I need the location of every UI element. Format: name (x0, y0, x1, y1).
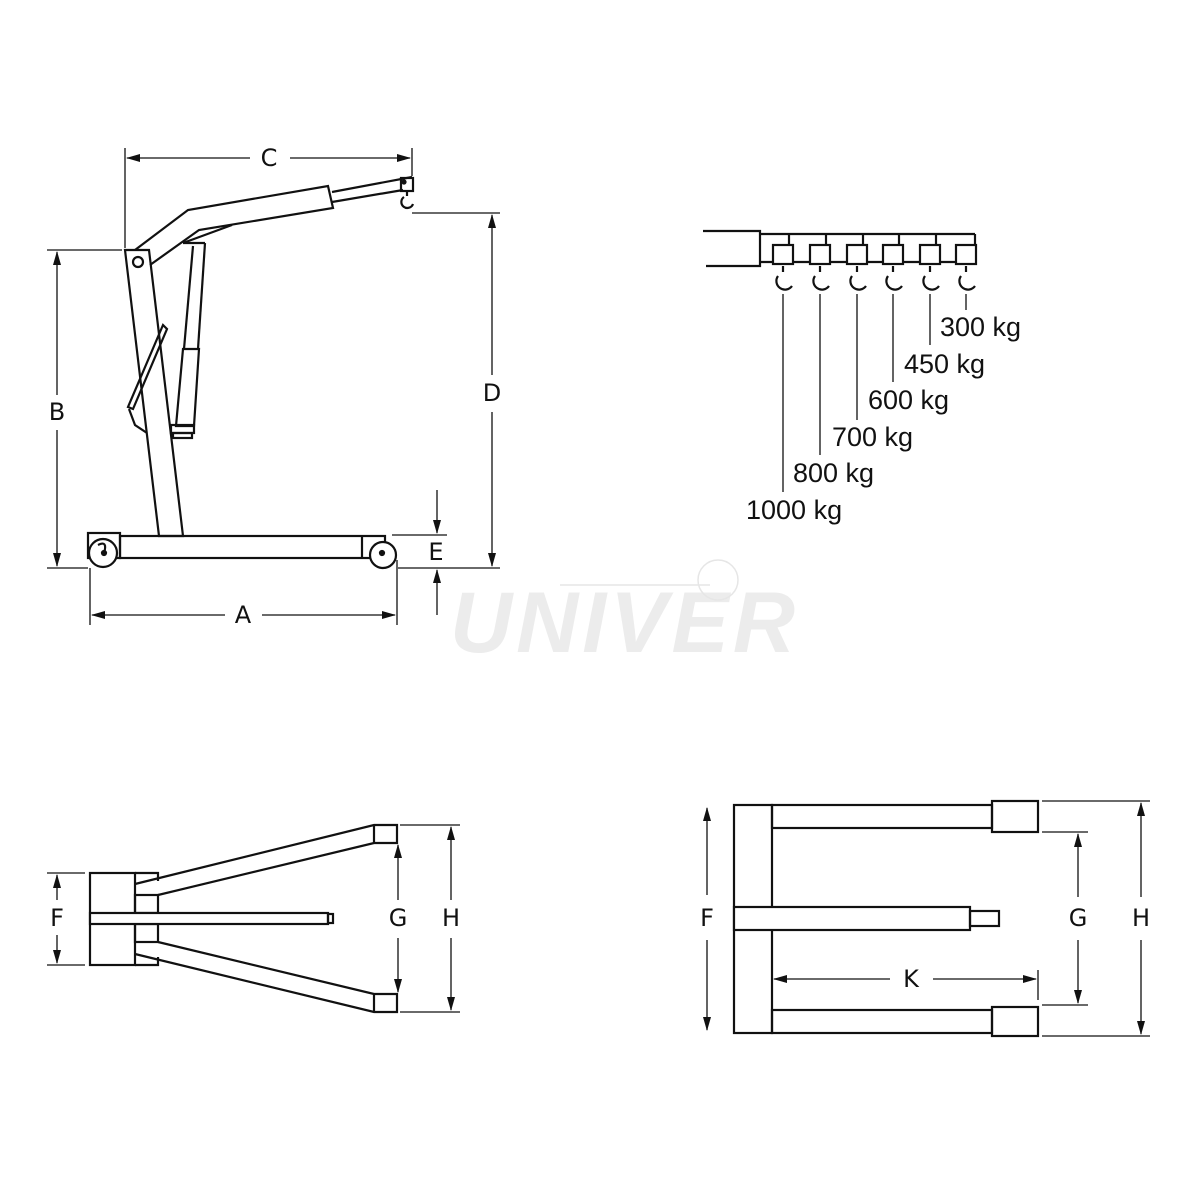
svg-text:G: G (389, 904, 408, 932)
hook-700kg: 700 kg (832, 234, 913, 452)
watermark-logo: UNIVER (450, 559, 799, 671)
dimension-a: A (89, 560, 398, 629)
dimension-h: H (1042, 800, 1150, 1037)
svg-text:700 kg: 700 kg (832, 422, 913, 452)
dimension-f: F (700, 807, 714, 1031)
center-leg (732, 905, 972, 932)
svg-text:B: B (49, 398, 65, 426)
svg-text:C: C (261, 144, 278, 172)
svg-text:G: G (1069, 904, 1088, 932)
svg-text:D: D (483, 379, 501, 407)
svg-text:F: F (700, 904, 714, 932)
dimension-d: D (398, 212, 501, 569)
dimension-e: E (392, 490, 447, 615)
base-leg (86, 531, 398, 570)
hook-300kg: 300 kg (940, 243, 1021, 342)
lower-leg (134, 940, 399, 1014)
dimension-f: F (47, 872, 85, 966)
upper-leg (134, 823, 399, 897)
svg-text:450 kg: 450 kg (904, 349, 985, 379)
hook-1000kg: 1000 kg (746, 234, 842, 525)
svg-text:600 kg: 600 kg (868, 385, 949, 415)
dimension-k: K (773, 965, 1039, 1000)
hook-600kg: 600 kg (868, 234, 949, 415)
upper-leg (770, 803, 994, 830)
svg-text:E: E (428, 538, 443, 566)
svg-text:H: H (442, 904, 460, 932)
dimension-g: G (1042, 831, 1088, 1006)
hydraulic-cylinder (169, 242, 207, 440)
dimension-h: H (400, 824, 460, 1013)
svg-text:800 kg: 800 kg (793, 458, 874, 488)
hook-800kg: 800 kg (793, 234, 874, 488)
lower-leg (770, 1008, 994, 1035)
svg-text:300 kg: 300 kg (940, 312, 1021, 342)
svg-text:F: F (50, 904, 64, 932)
top-view-legs-folded: F G H K (700, 799, 1150, 1038)
svg-text:1000 kg: 1000 kg (746, 495, 842, 525)
hook-icon (400, 191, 415, 210)
boom (134, 175, 415, 266)
svg-text:H: H (1132, 904, 1150, 932)
pivot-pin (131, 255, 145, 269)
dimension-b: B (47, 249, 122, 569)
svg-text:UNIVER: UNIVER (450, 575, 799, 671)
dimension-c: C (124, 144, 413, 248)
pump-handle (126, 323, 169, 434)
crane-side-view: C B D E A (47, 144, 501, 629)
svg-text:A: A (235, 601, 252, 629)
center-leg (88, 911, 330, 926)
svg-text:K: K (903, 965, 920, 993)
hook-450kg: 450 kg (904, 234, 985, 379)
hook-positions-diagram: 1000 kg 800 kg 700 kg 600 kg 450 kg (703, 229, 1021, 525)
top-view-legs-spread: F G H (47, 823, 460, 1014)
dimension-g: G (389, 844, 408, 993)
